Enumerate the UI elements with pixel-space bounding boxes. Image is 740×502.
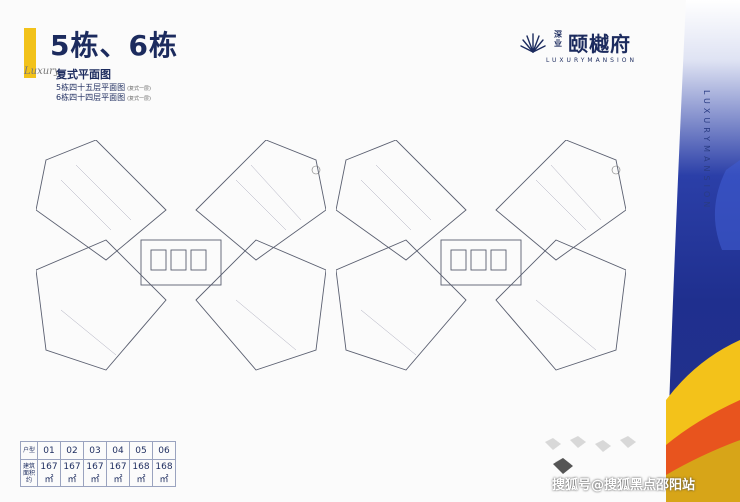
table-unit: 01	[37, 441, 61, 460]
brand-developer: 深业	[554, 30, 562, 48]
table-unit: 05	[129, 441, 153, 460]
page-title: 5栋、6栋	[50, 29, 178, 62]
plan-caption-1-text: 5栋四十五层平面图	[56, 83, 126, 92]
brand-logo: 深业 颐樾府 LUXURYMANSION	[520, 26, 650, 66]
plan-caption-2-text: 6栋四十四层平面图	[56, 93, 126, 102]
unit-area-table: 户型 01 02 03 04 05 06 建筑面积约 167㎡ 167㎡ 167…	[20, 441, 176, 487]
plan-caption-2-note: (复式一层)	[127, 96, 151, 102]
table-header-label: 户型	[20, 441, 38, 460]
brand-tagline: LUXURYMANSION	[546, 57, 637, 64]
table-area: 167㎡	[60, 459, 84, 487]
brand-name: 颐樾府	[568, 32, 631, 56]
table-area: 167㎡	[83, 459, 107, 487]
decorative-flag-graphic	[666, 0, 740, 502]
plan-caption-1: 5栋四十五层平面图(复式一层)	[56, 82, 151, 93]
table-area: 168㎡	[152, 459, 176, 487]
floor-plan-right	[336, 140, 626, 371]
subtitle: 复式平面图	[56, 68, 111, 81]
fan-logo-icon	[520, 33, 546, 53]
table-row-label: 建筑面积约	[20, 459, 38, 487]
watermark: 搜狐号@搜狐黑点邵阳站	[552, 478, 696, 493]
accent-bar	[24, 28, 36, 78]
table-unit: 03	[83, 441, 107, 460]
table-unit: 06	[152, 441, 176, 460]
table-area: 167㎡	[106, 459, 130, 487]
floor-plan-left	[36, 140, 326, 371]
plan-caption-2: 6栋四十四层平面图(复式一层)	[56, 92, 151, 103]
table-area: 168㎡	[129, 459, 153, 487]
plan-caption-1-note: (复式一层)	[127, 86, 151, 92]
script-text: Luxury	[24, 66, 60, 77]
side-vertical-text: LUXURYMANSION	[702, 90, 711, 212]
site-map-thumbnail	[545, 436, 636, 474]
table-unit: 04	[106, 441, 130, 460]
table-area: 167㎡	[37, 459, 61, 487]
table-unit: 02	[60, 441, 84, 460]
